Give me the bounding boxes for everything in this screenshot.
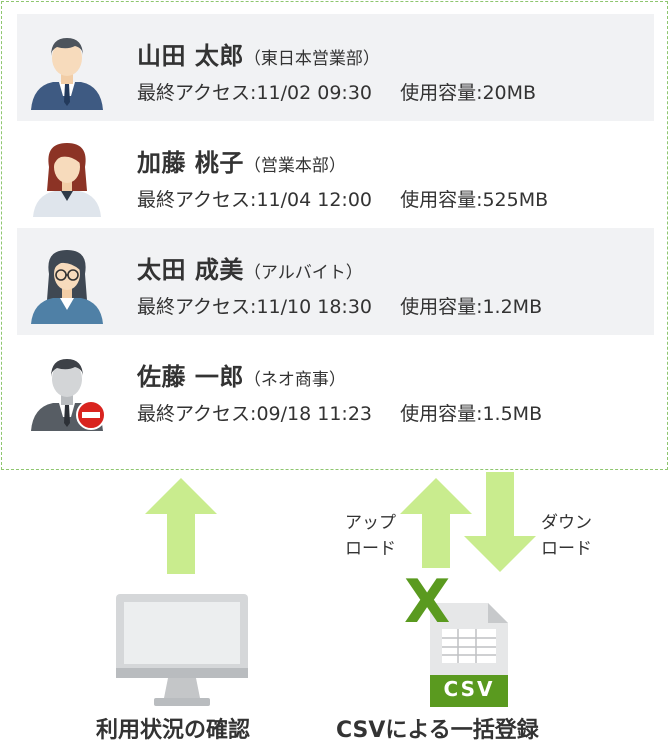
last-access-label: 最終アクセス: — [137, 296, 257, 318]
csv-file-icon — [430, 603, 508, 707]
usage-value: 1.2MB — [482, 296, 543, 318]
usage-label: 使用容量: — [400, 189, 483, 211]
monitor-icon — [116, 594, 248, 706]
csv-file-label: CSV — [443, 677, 495, 701]
man-suit-avatar-icon — [27, 30, 107, 110]
usage-value: 1.5MB — [482, 403, 543, 425]
user-org: （ネオ商事） — [243, 370, 346, 390]
download-label: ダウン ロード — [541, 513, 592, 559]
user-row[interactable]: 加藤 桃子（営業本部） 最終アクセス:11/04 12:00 使用容量:525M… — [17, 121, 654, 228]
user-name: 山田 太郎 — [137, 42, 244, 70]
last-access-value: 11/02 09:30 — [256, 82, 373, 104]
last-access-label: 最終アクセス: — [137, 403, 257, 425]
upload-label: アップ ロード — [345, 513, 396, 559]
user-row[interactable]: 太田 成美（アルバイト） 最終アクセス:11/10 18:30 使用容量:1.2… — [17, 228, 654, 335]
woman-avatar-icon — [27, 137, 107, 217]
woman-glasses-avatar-icon — [27, 244, 107, 324]
last-access-value: 11/10 18:30 — [256, 296, 373, 318]
usage-label: 使用容量: — [400, 82, 483, 104]
usage-label: 使用容量: — [400, 403, 483, 425]
user-row[interactable]: 山田 太郎（東日本営業部） 最終アクセス:11/02 09:30 使用容量:20… — [17, 14, 654, 121]
last-access-label: 最終アクセス: — [137, 82, 257, 104]
usage-value: 20MB — [482, 82, 537, 104]
last-access-label: 最終アクセス: — [137, 189, 257, 211]
usage-value: 525MB — [482, 189, 549, 211]
csv-bulk-label: CSVによる一括登録 — [336, 718, 539, 743]
user-name: 佐藤 一郎 — [137, 363, 244, 391]
upload-arrow-icon — [400, 478, 472, 568]
up-arrow-icon — [145, 478, 217, 574]
user-list-panel: 山田 太郎（東日本営業部） 最終アクセス:11/02 09:30 使用容量:20… — [1, 1, 668, 470]
man-disabled-avatar-icon — [27, 351, 107, 431]
last-access-value: 09/18 11:23 — [256, 403, 373, 425]
user-row[interactable]: 佐藤 一郎（ネオ商事） 最終アクセス:09/18 11:23 使用容量:1.5M… — [17, 335, 654, 442]
user-name: 太田 成美 — [137, 256, 244, 284]
excel-x-icon: X — [404, 567, 451, 637]
user-org: （東日本営業部） — [243, 49, 380, 69]
user-org: （アルバイト） — [243, 263, 363, 283]
usage-status-label: 利用状況の確認 — [96, 718, 251, 743]
user-org: （営業本部） — [243, 156, 346, 176]
last-access-value: 11/04 12:00 — [256, 189, 373, 211]
user-name: 加藤 桃子 — [137, 149, 244, 177]
download-arrow-icon — [464, 472, 536, 572]
usage-label: 使用容量: — [400, 296, 483, 318]
